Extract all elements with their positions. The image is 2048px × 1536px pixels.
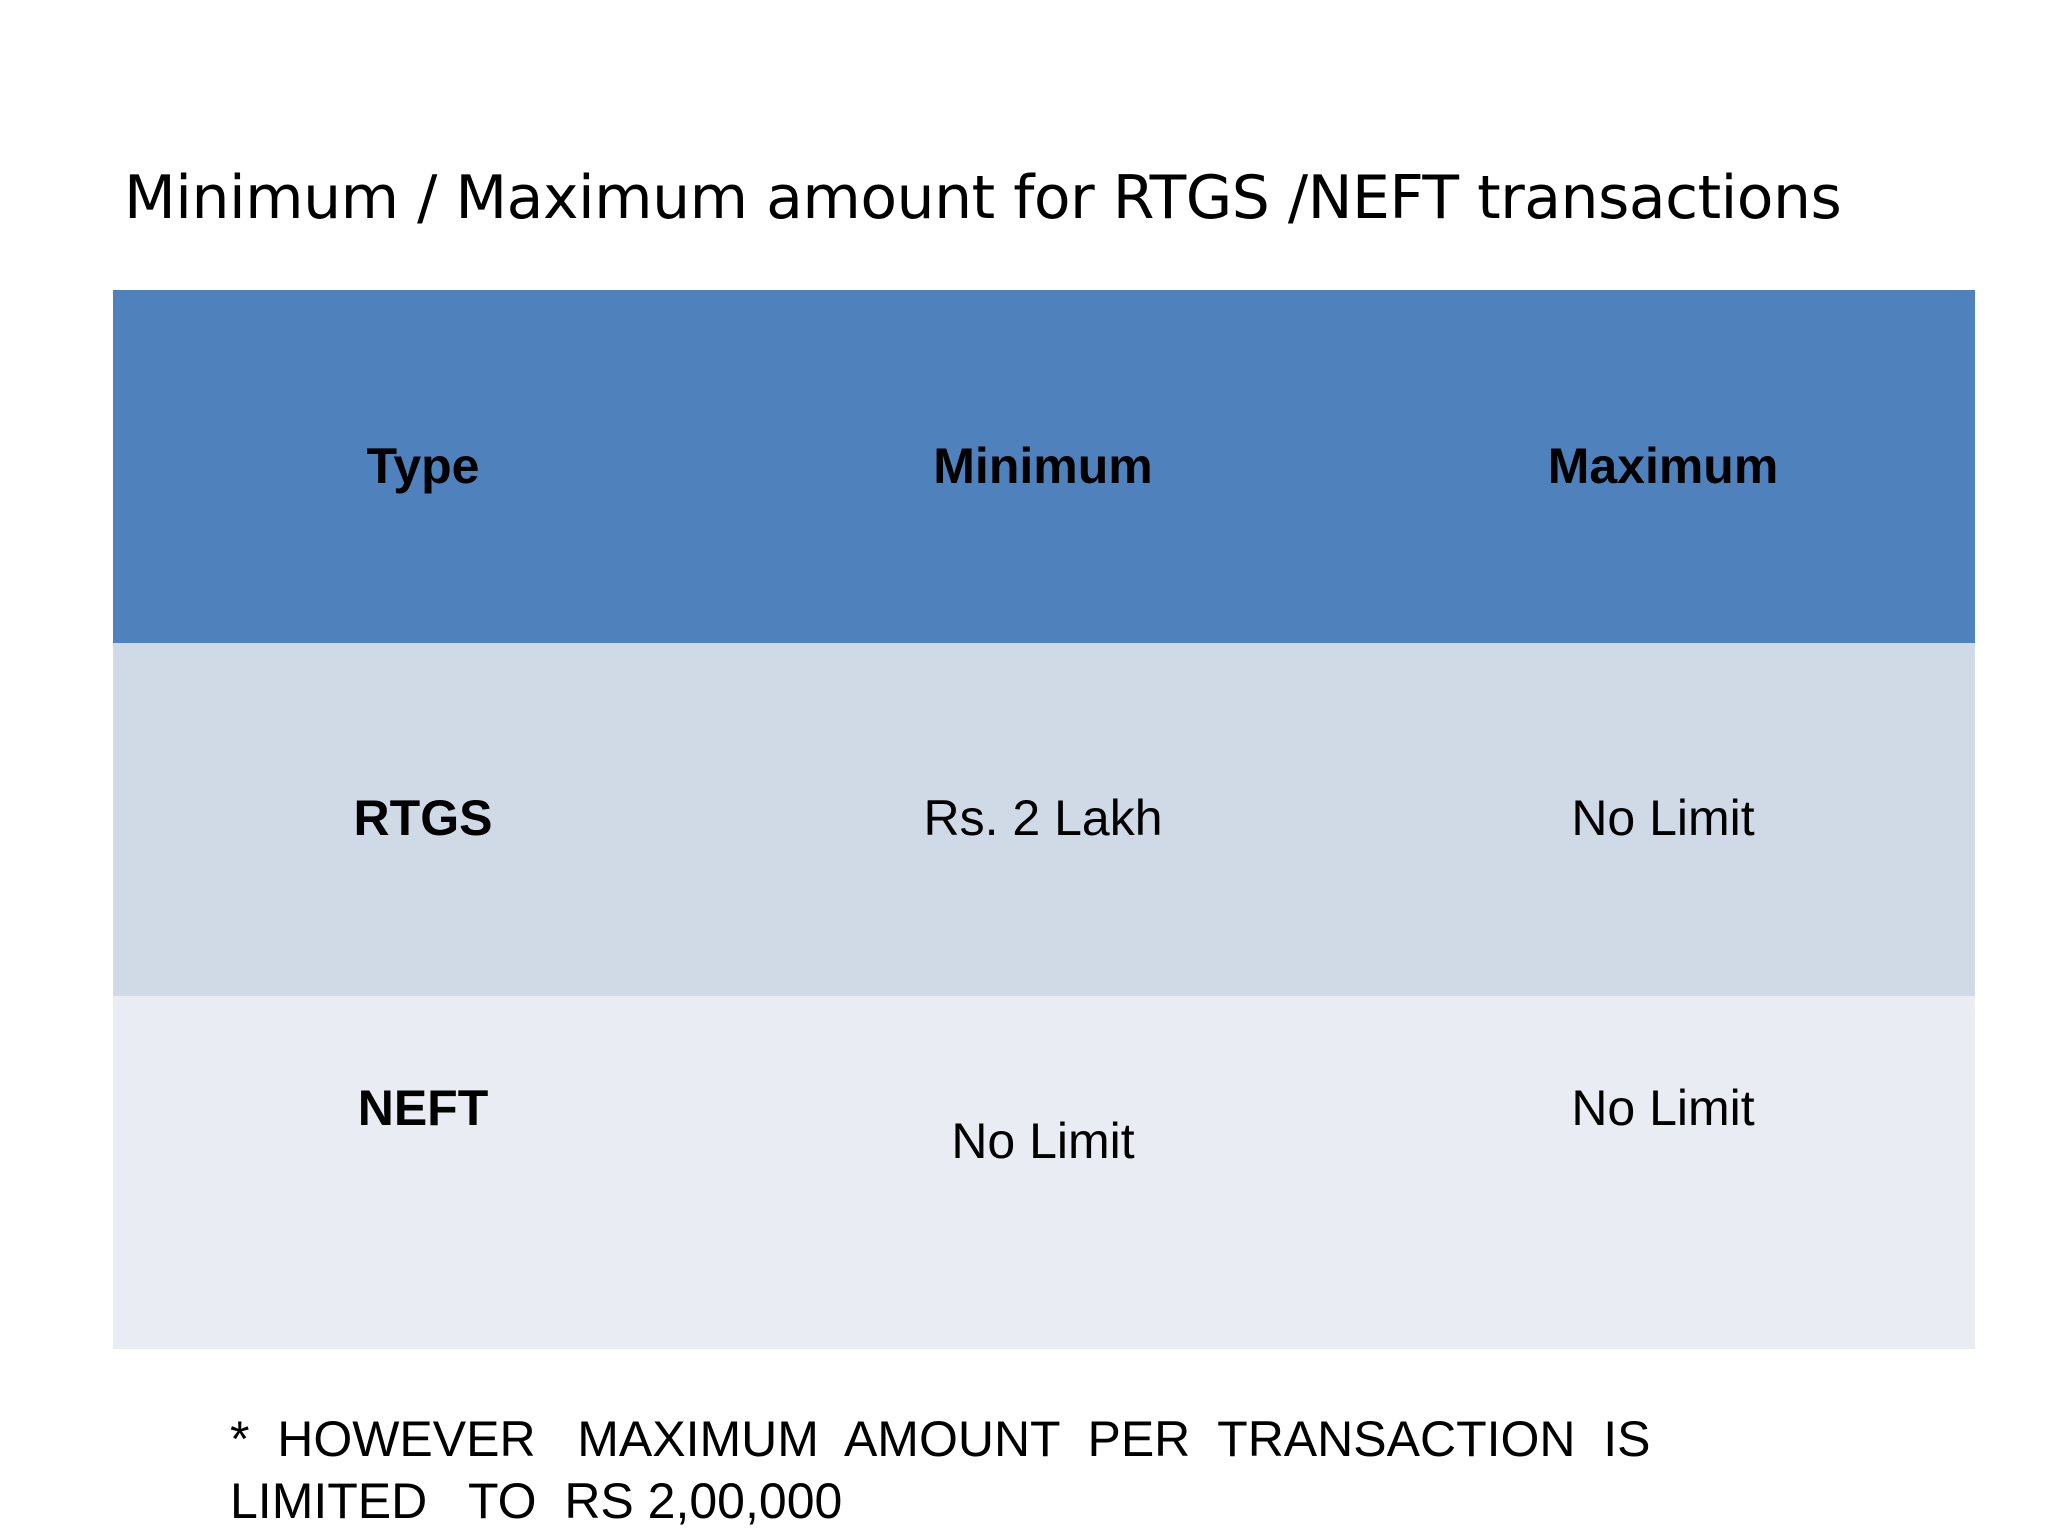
row-minimum-cell: No Limit — [951, 1113, 1135, 1169]
footnote-line-2: LIMITED TO RS 2,00,000 — [230, 1473, 843, 1529]
slide-title: Minimum / Maximum amount for RTGS /NEFT … — [124, 163, 1842, 233]
row-minimum-cell: Rs. 2 Lakh — [923, 790, 1163, 846]
row-type-cell: NEFT — [357, 1080, 489, 1136]
table-header-row: Type Minimum Maximum — [113, 290, 1975, 643]
header-minimum: Minimum — [933, 438, 1153, 494]
footnote-line-1: * HOWEVER MAXIMUM AMOUNT PER TRANSACTION… — [230, 1411, 1651, 1467]
row-maximum-cell: No Limit — [1571, 790, 1755, 846]
table-row: NEFT No Limit No Limit — [113, 996, 1975, 1349]
header-type: Type — [366, 438, 480, 494]
footnote: * HOWEVER MAXIMUM AMOUNT PER TRANSACTION… — [230, 1408, 1790, 1532]
row-type-cell: RTGS — [353, 790, 493, 846]
row-maximum-cell: No Limit — [1571, 1080, 1755, 1136]
header-maximum: Maximum — [1547, 438, 1779, 494]
table-row: RTGS Rs. 2 Lakh No Limit — [113, 643, 1975, 996]
limits-table: Type Minimum Maximum RTGS Rs. 2 Lakh No … — [113, 290, 1975, 1349]
